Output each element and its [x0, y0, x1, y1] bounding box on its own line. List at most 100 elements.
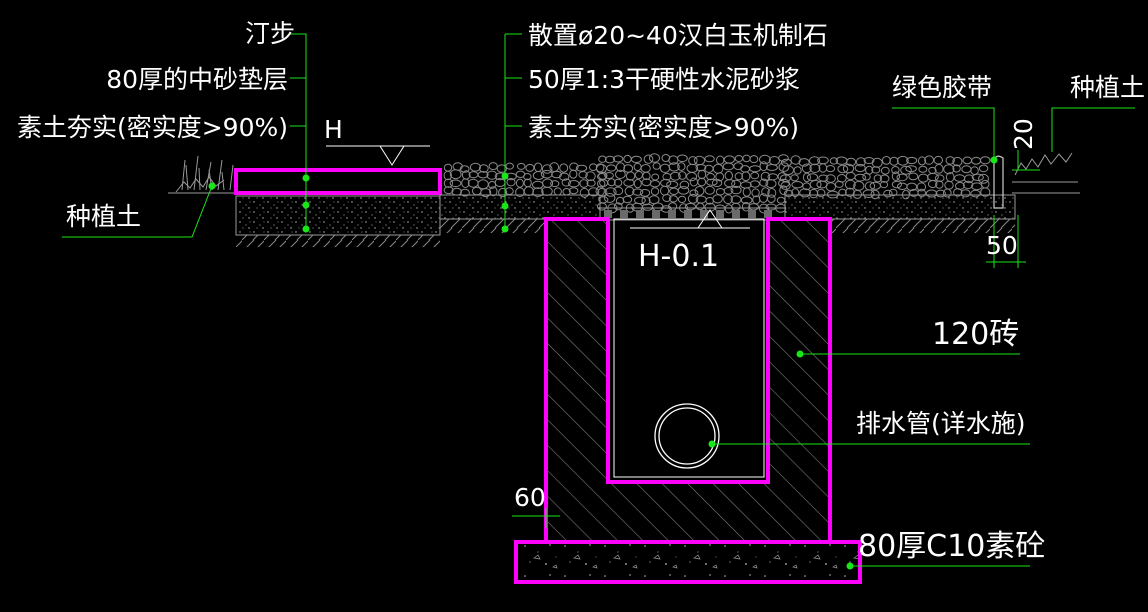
gravel-pebble [532, 171, 545, 180]
gravel-pebble [879, 174, 890, 183]
label-green-glue-band: 绿色胶带 [892, 73, 992, 102]
gravel-pebble [712, 163, 724, 174]
gravel-pebble [749, 165, 761, 173]
gravel-pebble [506, 178, 516, 187]
channel-grate [599, 207, 786, 221]
gravel-pebble [953, 188, 963, 197]
gravel-pebble [533, 162, 543, 173]
annotations: 汀步 80厚的中砂垫层 素土夯实(密实度>90%) 种植土 散置ø20~40汉白… [17, 19, 1145, 564]
gravel-pebble [954, 174, 966, 182]
gravel-pebble [767, 188, 777, 198]
gravel-pebble [515, 178, 524, 188]
gravel-pebble [943, 188, 952, 198]
grass-left [175, 155, 234, 193]
gravel-pebble [551, 170, 562, 179]
gravel-pebble [900, 165, 912, 175]
gravel-pebble [740, 165, 750, 173]
gravel-pebble [791, 181, 804, 189]
gravel-pebble [604, 172, 614, 179]
gravel-pebble [693, 155, 706, 166]
gravel-pebble [918, 165, 928, 173]
gravel-pebble [607, 178, 616, 187]
gravel-pebble [604, 155, 616, 164]
gravel-pebble [901, 189, 910, 200]
gravel-pebble [891, 180, 903, 189]
gravel-pebble [978, 173, 989, 184]
gravel-pebble [722, 162, 734, 171]
gravel-pebble [723, 155, 736, 164]
gravel-pebble [634, 196, 646, 205]
gravel-pebble [624, 186, 635, 197]
gravel-pebble [759, 154, 771, 165]
gravel-pebble [778, 162, 790, 173]
gravel-pebble [724, 179, 736, 188]
gravel-pebble [488, 162, 498, 171]
gravel-pebble [971, 182, 983, 191]
gravel-pebble [623, 164, 634, 173]
gravel-pebble [881, 156, 891, 165]
gravel-pebble [944, 180, 954, 190]
gravel-pebble [765, 203, 777, 211]
gravel-pebble [889, 156, 899, 166]
gravel-pebble [697, 169, 707, 180]
gravel-pebble [962, 156, 973, 165]
gravel-pebble [449, 169, 462, 180]
gravel-pebble [750, 171, 760, 180]
gravel-pebble [660, 178, 672, 187]
gravel-pebble [443, 186, 454, 195]
gravel-pebble [962, 180, 974, 190]
gravel-pebble [723, 194, 733, 205]
gravel-pebble [917, 188, 926, 198]
gravel-pebble [855, 157, 866, 167]
gravel-layer [443, 153, 991, 214]
label-concrete-base: 80厚C10素砼 [858, 529, 1045, 564]
gravel-pebble [532, 187, 544, 198]
gravel-pebble [660, 185, 670, 196]
gravel-pebble [706, 172, 715, 181]
mortar-layer [439, 194, 1016, 233]
gravel-pebble [778, 154, 789, 162]
gravel-pebble [666, 180, 679, 189]
gravel-pebble [687, 193, 699, 204]
elevation-marker-h: H [324, 115, 430, 166]
gravel-pebble [632, 188, 644, 196]
gravel-pebble [782, 165, 795, 176]
gravel-pebble [897, 182, 908, 191]
gravel-pebble [633, 162, 642, 172]
gravel-pebble [486, 170, 498, 180]
gravel-pebble [712, 194, 723, 204]
gravel-pebble [927, 180, 938, 188]
label-mortar: 50厚1:3干硬性水泥砂浆 [528, 65, 800, 94]
gravel-pebble [790, 174, 799, 182]
gravel-pebble [689, 189, 699, 197]
gravel-pebble [870, 189, 880, 200]
gravel-pebble [761, 187, 770, 197]
gravel-pebble [652, 162, 661, 170]
gravel-pebble [550, 180, 560, 188]
gravel-pebble [460, 188, 470, 197]
gravel-pebble [776, 196, 786, 204]
gravel-pebble [918, 173, 929, 183]
dim-60: 60 [514, 483, 546, 512]
gravel-pebble [477, 171, 489, 179]
gravel-pebble [613, 178, 623, 187]
elevation-label-h-minus: H-0.1 [638, 239, 719, 274]
gravel-pebble [863, 157, 875, 164]
gravel-pebble [578, 171, 588, 179]
gravel-pebble [634, 170, 644, 180]
gravel-pebble [935, 180, 944, 189]
gravel-pebble [461, 178, 470, 189]
label-gravel: 散置ø20~40汉白玉机制石 [528, 21, 828, 50]
gravel-pebble [970, 189, 981, 198]
gravel-pebble [623, 154, 632, 164]
gravel-pebble [613, 186, 624, 196]
gravel-pebble [734, 155, 744, 162]
gravel-pebble [749, 180, 760, 188]
gravel-pebble [679, 180, 690, 190]
gravel-pebble [677, 186, 690, 195]
gravel-pebble [459, 165, 470, 173]
gravel-pebble [888, 188, 898, 197]
gravel-pebble [816, 180, 828, 189]
label-brick: 120砖 [932, 317, 1019, 352]
gravel-pebble [802, 172, 811, 183]
